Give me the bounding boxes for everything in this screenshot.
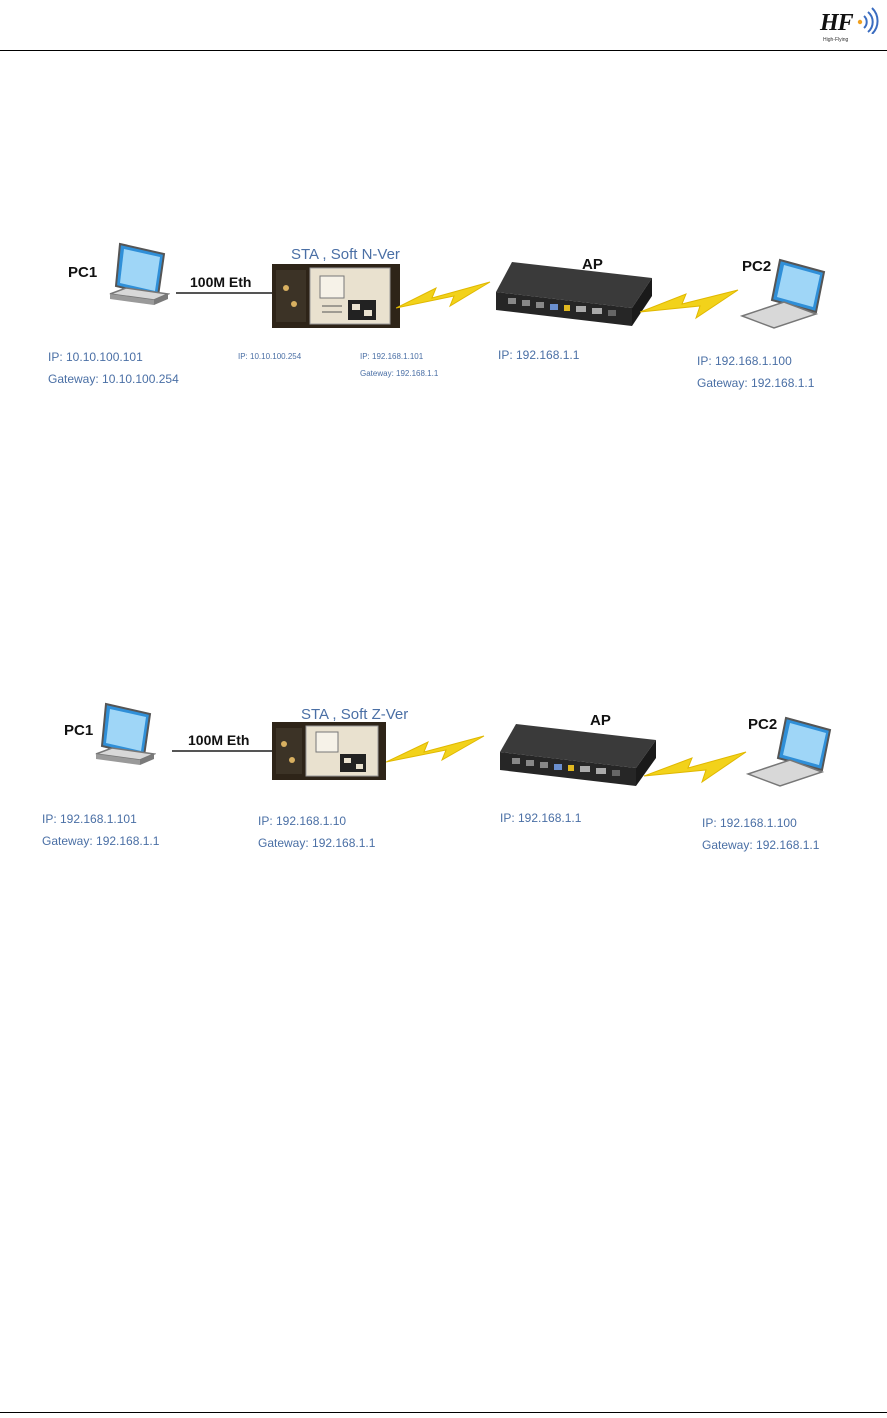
pc2-ip: IP: 192.168.1.100: [702, 816, 797, 830]
network-diagram-z-ver: PC1 100M Eth STA , Soft Z-Ver AP: [0, 690, 887, 860]
pc2-label: PC2: [742, 258, 772, 275]
module-mode-label: STA , Soft Z-Ver: [301, 706, 409, 723]
ethernet-link-label: 100M Eth: [188, 732, 250, 748]
pc2-label: PC2: [748, 716, 778, 733]
laptop-icon: [740, 258, 826, 329]
pc1-gateway: Gateway: 10.10.100.254: [48, 372, 179, 386]
network-diagram-n-ver: PC1 100M Eth STA , Soft N-Ver AP: [0, 230, 887, 400]
ap-label: AP: [590, 712, 611, 729]
pc1-address-block: IP: 10.10.100.101 Gateway: 10.10.100.254: [48, 346, 179, 390]
pc2-gateway: Gateway: 192.168.1.1: [697, 376, 815, 390]
pc2-address-block: IP: 192.168.1.100 Gateway: 192.168.1.1: [697, 350, 814, 394]
module-wifi-gateway: Gateway: 192.168.1.1: [360, 369, 439, 378]
wifi-waves-icon: [857, 7, 879, 34]
pc2-gateway: Gateway: 192.168.1.1: [702, 838, 820, 852]
wireless-link-bolt: [396, 281, 491, 309]
laptop-icon: [746, 716, 832, 787]
hf-logo: HF High-Flying: [818, 4, 884, 46]
module-address-block: IP: 192.168.1.10 Gateway: 192.168.1.1: [258, 810, 375, 854]
pc1-address-block: IP: 192.168.1.101 Gateway: 192.168.1.1: [42, 808, 159, 852]
header-rule: [0, 50, 887, 51]
wireless-link-bolt: [386, 735, 485, 763]
module-wifi-ip: IP: 192.168.1.101: [360, 352, 424, 361]
access-point-image: [500, 724, 656, 786]
ap-ip: IP: 192.168.1.1: [498, 348, 580, 362]
module-mode-label: STA , Soft N-Ver: [291, 246, 400, 263]
ethernet-link-line: [172, 750, 272, 752]
access-point-image: [496, 262, 652, 326]
wifi-module-image: [272, 722, 386, 780]
pc1-label: PC1: [68, 264, 98, 281]
ethernet-link-line: [176, 292, 272, 294]
logo-text: HF: [820, 10, 854, 36]
module-gateway: Gateway: 192.168.1.1: [258, 836, 376, 850]
pc1-gateway: Gateway: 192.168.1.1: [42, 834, 160, 848]
logo-subtext: High-Flying: [823, 37, 849, 43]
footer-rule: [0, 1412, 887, 1413]
ap-ip: IP: 192.168.1.1: [500, 811, 582, 825]
wireless-link-bolt: [640, 289, 739, 320]
wireless-link-bolt: [644, 751, 747, 784]
laptop-icon: [109, 242, 170, 305]
module-wifi-address-block: IP: 192.168.1.101 Gateway: 192.168.1.1: [360, 348, 438, 382]
module-eth-ip: IP: 10.10.100.254: [238, 352, 302, 361]
pc2-ip: IP: 192.168.1.100: [697, 354, 792, 368]
ethernet-link-label: 100M Eth: [190, 274, 252, 290]
pc1-label: PC1: [64, 722, 94, 739]
pc1-ip: IP: 10.10.100.101: [48, 350, 143, 364]
pc2-address-block: IP: 192.168.1.100 Gateway: 192.168.1.1: [702, 812, 819, 856]
pc1-ip: IP: 192.168.1.101: [42, 812, 137, 826]
ap-label: AP: [582, 256, 603, 273]
wifi-module-image: [272, 264, 400, 328]
module-ip: IP: 192.168.1.10: [258, 814, 347, 828]
laptop-icon: [95, 702, 156, 765]
